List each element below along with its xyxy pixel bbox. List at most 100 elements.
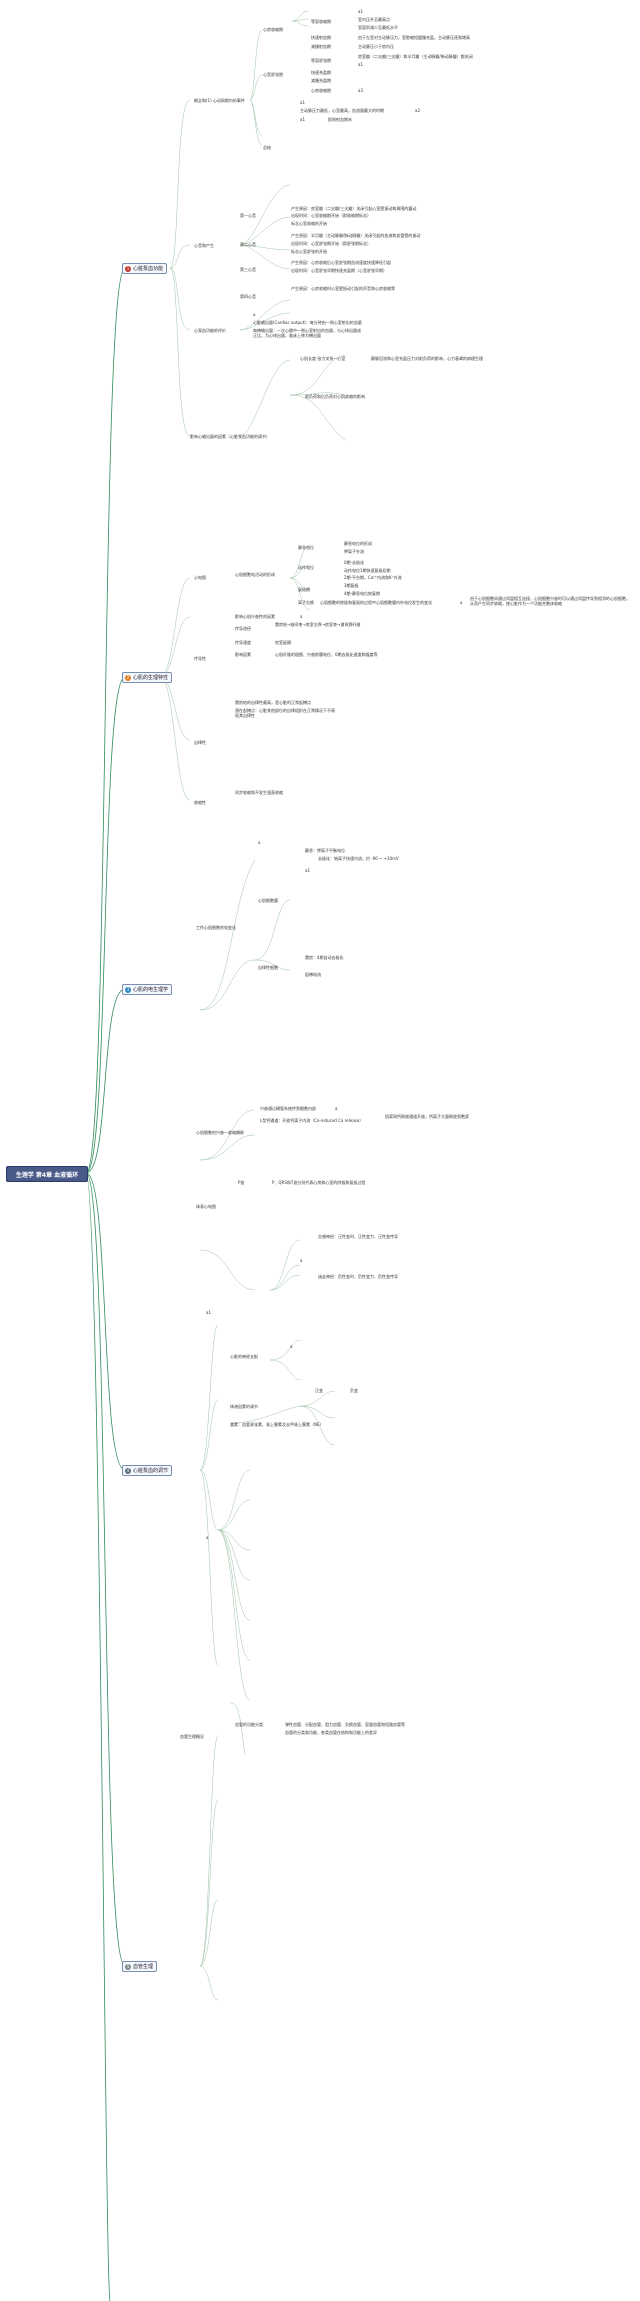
node-s3-d3[interactable]: 自律性细胞 bbox=[258, 965, 278, 970]
section-node-3[interactable]: 3 心肌的电生理学 bbox=[122, 984, 173, 995]
node-s4-b2[interactable]: 体液因素的调节 bbox=[230, 1404, 258, 1409]
leaf-s1-l5[interactable]: 主动脉压小于房内压 bbox=[358, 44, 394, 49]
leaf-s1-e1[interactable]: a bbox=[253, 312, 256, 317]
leaf-s3-d2c[interactable]: 去极化：钠离子快速内流，约 -90 ~ +30mV bbox=[318, 856, 399, 861]
leaf-s1-f3[interactable]: 静脉回流和心室充盈压力对前负荷的影响，心力衰竭的病理生理 bbox=[371, 356, 483, 361]
leaf-s2-b4a[interactable]: 同步收缩和不发生强直收缩 bbox=[235, 790, 283, 795]
node-s3-b3[interactable]: 体表心电图 bbox=[196, 1204, 216, 1209]
leaf-s1-h4a[interactable]: 产生原因：心房收缩时心室壁振动引起的声音和心房收缩等 bbox=[291, 286, 395, 291]
leaf-s2-c3a[interactable]: 3期复极 bbox=[344, 583, 359, 588]
leaf-s3-d3b[interactable]: 起搏电流 bbox=[305, 972, 321, 977]
node-s1-h3[interactable]: 第三心音 bbox=[240, 267, 256, 272]
node-s4-b3[interactable]: 激素：血管紧张素、肾上腺素及去甲肾上腺素（NE） bbox=[230, 1422, 324, 1427]
section-node-5[interactable]: 5 血管生理 bbox=[122, 1961, 158, 1972]
node-s1-b1a3[interactable]: 减慢射血期 bbox=[311, 44, 331, 49]
leaf-s3-d1[interactable]: a bbox=[258, 840, 261, 845]
leaf-s4-m1[interactable]: 交感神经：正性变时、正性变力、正性变传导 bbox=[318, 1234, 398, 1239]
node-s1-h1[interactable]: 第一心音 bbox=[240, 213, 256, 218]
node-s4-b1a[interactable]: 心脏的神经支配 bbox=[230, 1354, 258, 1359]
leaf-s2-b3b[interactable]: 潜在起搏点：心脏其他部位的自律组织在正常情况下不表现其自律性 bbox=[235, 708, 335, 718]
leaf-s1-l2[interactable]: 室内压升至最高点 bbox=[358, 17, 390, 22]
node-s2-b2[interactable]: 传导性 bbox=[194, 656, 206, 661]
leaf-s1-e2[interactable]: 心脏输出量(Cardiac output)：每分钟由一侧心室射出的血量 bbox=[253, 320, 362, 325]
leaf-s2-c4a[interactable]: 心肌细胞的除极和复极的过程中心肌细胞膜内外电位发生的变化 bbox=[320, 600, 432, 605]
leaf-s4-b1[interactable]: a1 bbox=[206, 1310, 211, 1315]
node-s2-b1b[interactable]: 影响心肌兴奋性的因素 bbox=[235, 614, 275, 619]
node-s1-b1b[interactable]: 心室舒张期 bbox=[263, 72, 283, 77]
leaf-s3-k1a[interactable]: a bbox=[335, 1106, 338, 1111]
leaf-s4-m2[interactable]: a bbox=[300, 1258, 303, 1263]
node-s2-b3[interactable]: 自律性 bbox=[194, 740, 206, 745]
leaf-s1-l1[interactable]: a1 bbox=[358, 9, 363, 14]
leaf-s4-n2[interactable]: 负变 bbox=[350, 1388, 358, 1393]
section-node-2[interactable]: 2 心肌的生理特性 bbox=[122, 672, 173, 683]
leaf-s3-b3a[interactable]: P波 bbox=[238, 1180, 245, 1185]
leaf-s1-l6[interactable]: 房室瓣（二尖瓣/三尖瓣）和半月瓣（主动脉瓣/肺动脉瓣）都关闭 bbox=[358, 54, 473, 59]
leaf-s2-c3b[interactable]: 4期-静息电位恢复期 bbox=[344, 591, 380, 596]
leaf-s3-k2a[interactable]: 肌浆网钙释放通道开放，钙离子大量释放到胞浆 bbox=[385, 1114, 469, 1119]
node-s1-b1b2[interactable]: 快速充盈期 bbox=[311, 70, 331, 75]
leaf-s4-b4[interactable]: a bbox=[206, 1535, 209, 1540]
node-s1-b4[interactable]: 影响心输出量的因素（心脏泵血功能的调节） bbox=[190, 434, 270, 439]
node-s2-g3[interactable]: 影响因素 bbox=[235, 652, 251, 657]
section-node-1[interactable]: 1 心脏泵血功能 bbox=[122, 263, 168, 274]
leaf-s1-l7[interactable]: a1 bbox=[358, 62, 363, 67]
leaf-s2-b1c[interactable]: a bbox=[300, 614, 303, 619]
leaf-s1-l3[interactable]: 室容积减少至最低水平 bbox=[358, 25, 398, 30]
leaf-s2-c2a[interactable]: 0期-去极化 bbox=[344, 560, 364, 565]
node-s2-g1[interactable]: 传导途径 bbox=[235, 626, 251, 631]
leaf-s2-g2a[interactable]: 房室延搁 bbox=[275, 640, 291, 645]
leaf-s3-d3a[interactable]: 窦房：4期自动去极化 bbox=[305, 955, 344, 960]
leaf-s2-c2b[interactable]: 动作电位1期快速复极初期 bbox=[344, 568, 391, 573]
leaf-s1-h1a[interactable]: 产生原因：房室瓣（二尖瓣/三尖瓣）关闭引起心室壁振动和周围的震动 bbox=[291, 206, 417, 211]
node-s2-g2[interactable]: 传导速度 bbox=[235, 640, 251, 645]
node-s2-c4[interactable]: 离子交换 bbox=[298, 600, 314, 605]
node-s2-b1a[interactable]: 心肌细胞电活动的形成 bbox=[235, 572, 275, 577]
leaf-s1-l13[interactable]: 即刻射血期末 bbox=[328, 117, 352, 122]
leaf-s5-p3[interactable]: 血管的分类和功能，各类血管在结构和功能上的差异 bbox=[285, 1730, 377, 1735]
leaf-s1-h2c[interactable]: 标志心室舒张的开始 bbox=[291, 249, 327, 254]
leaf-s2-b3a[interactable]: 窦房结的自律性最高，是心脏的正常起搏点 bbox=[235, 700, 311, 705]
node-s2-b1[interactable]: 心电图 bbox=[194, 575, 206, 580]
node-s1-b1b1[interactable]: 等容舒张期 bbox=[311, 58, 331, 63]
leaf-s1-h3b[interactable]: 出现时间：心室舒张早期快速充盈期（心室舒张早期） bbox=[291, 268, 387, 273]
node-s2-c1[interactable]: 静息电位 bbox=[298, 545, 314, 550]
node-s5-b1[interactable]: 血管生理概况 bbox=[180, 1734, 204, 1739]
leaf-s2-c1b[interactable]: 钾离子外流 bbox=[344, 549, 364, 554]
node-s1-f1[interactable]: 心肌长度-张力关系—心室 bbox=[300, 356, 346, 361]
node-s3-d2[interactable]: 心肌细胞膜 bbox=[258, 898, 278, 903]
leaf-s1-l4[interactable]: 由于左室对主动脉压力，室腔缩短缓慢充盈，主动脉压逐渐增高 bbox=[358, 35, 470, 40]
leaf-s3-d2b[interactable]: a1 bbox=[305, 868, 310, 873]
mindmap-root-node[interactable]: 生理学 第4章 血液循环 bbox=[6, 1166, 88, 1182]
leaf-s1-l8[interactable]: a3 bbox=[358, 88, 363, 93]
node-s3-b1[interactable]: 工作心肌细胞的电变化 bbox=[196, 925, 236, 930]
section-node-4[interactable]: 4 心脏泵血的调节 bbox=[122, 1465, 173, 1476]
node-s1-b1a[interactable]: 心房收缩期 bbox=[263, 27, 283, 32]
leaf-s5-p2[interactable]: 弹性血管、分配血管、阻力血管、交换血管、容量血管和短路血管等 bbox=[285, 1722, 405, 1727]
node-s2-c2[interactable]: 动作电位 bbox=[298, 565, 314, 570]
leaf-s2-c4c[interactable]: 由于心肌细胞间通过闰盘相互连接，心肌细胞兴奋时可以通过闰盘传导到相邻的心肌细胞，… bbox=[470, 596, 630, 606]
leaf-s2-c1a[interactable]: 静息电位的形成 bbox=[344, 541, 372, 546]
node-s1-b1a1[interactable]: 等容收缩期 bbox=[311, 19, 331, 24]
leaf-s1-l10[interactable]: 主动脉压力最低，心室最高，血流量最大的时期 bbox=[300, 108, 384, 113]
leaf-s2-c2c[interactable]: 2期-平台期，Ca²⁺内流和K⁺外流 bbox=[344, 575, 402, 580]
node-s1-b3[interactable]: 心泵血功能的评价 bbox=[194, 328, 226, 333]
node-s2-c3[interactable]: 复极期 bbox=[298, 587, 310, 592]
node-s1-h2[interactable]: 第二心音 bbox=[240, 242, 256, 247]
leaf-s1-h2b[interactable]: 出现时间：心室舒张期开始（即舒张期标志） bbox=[291, 241, 371, 246]
leaf-s1-h1c[interactable]: 标志心室收缩的开始 bbox=[291, 221, 327, 226]
node-s1-b1b3[interactable]: 减慢充盈期 bbox=[311, 78, 331, 83]
leaf-s3-k2[interactable]: L型钙通道：开放钙离子内流（Ca-induced Ca release） bbox=[260, 1118, 364, 1123]
node-s1-b1b4[interactable]: 心房收缩期 bbox=[311, 88, 331, 93]
leaf-s4-m3[interactable]: 迷走神经：负性变时、负性变力、负性变传导 bbox=[318, 1274, 398, 1279]
leaf-s4-b1b[interactable]: a bbox=[290, 1344, 293, 1349]
node-s1-b1[interactable]: 概念和(1) 心动周期内的事件 bbox=[194, 98, 245, 103]
node-s3-b2[interactable]: 心肌细胞的兴奋—收缩耦联 bbox=[196, 1130, 244, 1135]
leaf-s3-b3b[interactable]: P、QRS和T波分别代表心房和心室的除极和复极过程 bbox=[272, 1180, 366, 1185]
node-s2-b4[interactable]: 收缩性 bbox=[194, 800, 206, 805]
leaf-s1-e3[interactable]: 每搏输出量：一次心跳中一侧心室射出的血量，与心排出量成正比，为心排出量，临床上称… bbox=[253, 328, 361, 338]
leaf-s2-g1a[interactable]: 窦房结→结间束→房室交界→房室束→浦肯野纤维 bbox=[275, 622, 361, 627]
leaf-s1-l9[interactable]: a1 bbox=[300, 100, 305, 105]
leaf-s2-c4b[interactable]: a bbox=[460, 600, 463, 605]
leaf-s3-d2a[interactable]: 静息：钾离子平衡电位 bbox=[305, 848, 345, 853]
